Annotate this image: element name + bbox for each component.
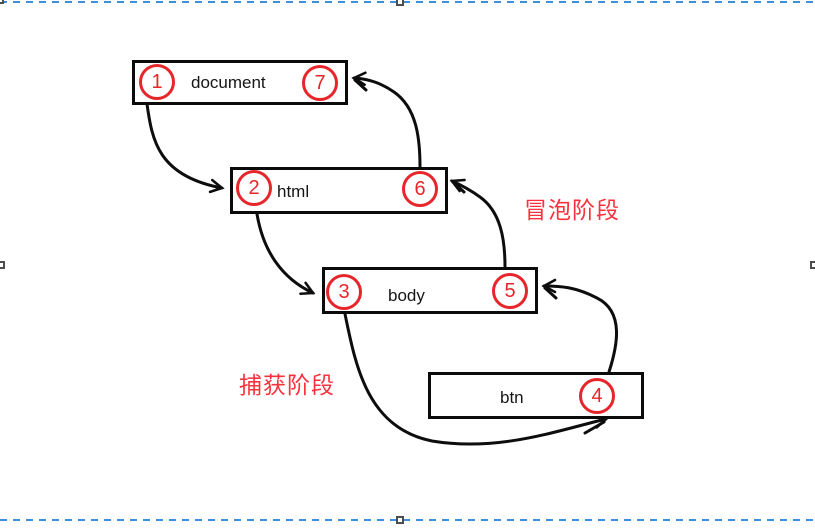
bubble-arrow-html-to-document bbox=[351, 71, 422, 169]
capture-phase-label: 捕获阶段 bbox=[239, 372, 335, 398]
step-badge-6: 6 bbox=[402, 171, 438, 207]
node-label-document: document bbox=[191, 73, 266, 92]
node-label-body: body bbox=[388, 286, 425, 305]
arrowhead-stray-stroke bbox=[451, 180, 466, 194]
bubble-arrow-btn-to-body bbox=[541, 278, 618, 374]
node-label-html: html bbox=[277, 182, 310, 201]
step-badge-5: 5 bbox=[492, 273, 528, 309]
step-badge-2: 2 bbox=[236, 170, 272, 206]
step-badge-1: 1 bbox=[139, 64, 175, 100]
bubble-phase-label: 冒泡阶段 bbox=[524, 197, 620, 223]
arrowhead-stray-stroke bbox=[543, 286, 558, 300]
selection-handle-bottom-center[interactable] bbox=[396, 516, 404, 524]
capture-arrow-html-to-body bbox=[255, 212, 316, 296]
selection-border-top bbox=[0, 1, 815, 3]
arrowhead-stray-stroke bbox=[353, 78, 368, 92]
arrowhead-stray-stroke bbox=[583, 420, 606, 435]
selection-handle-top-left[interactable] bbox=[0, 0, 4, 4]
capture-arrow-document-to-html bbox=[145, 102, 225, 194]
selection-handle-top-center[interactable] bbox=[396, 0, 404, 6]
step-badge-4: 4 bbox=[579, 378, 615, 414]
node-label-btn: btn bbox=[500, 388, 524, 407]
bubble-arrow-body-to-html bbox=[449, 178, 507, 269]
selection-handle-right-middle[interactable] bbox=[810, 261, 815, 269]
step-badge-7: 7 bbox=[302, 65, 338, 101]
step-badge-3: 3 bbox=[326, 274, 362, 310]
selection-handle-left-middle[interactable] bbox=[0, 261, 5, 269]
selection-border-bottom bbox=[0, 519, 815, 521]
